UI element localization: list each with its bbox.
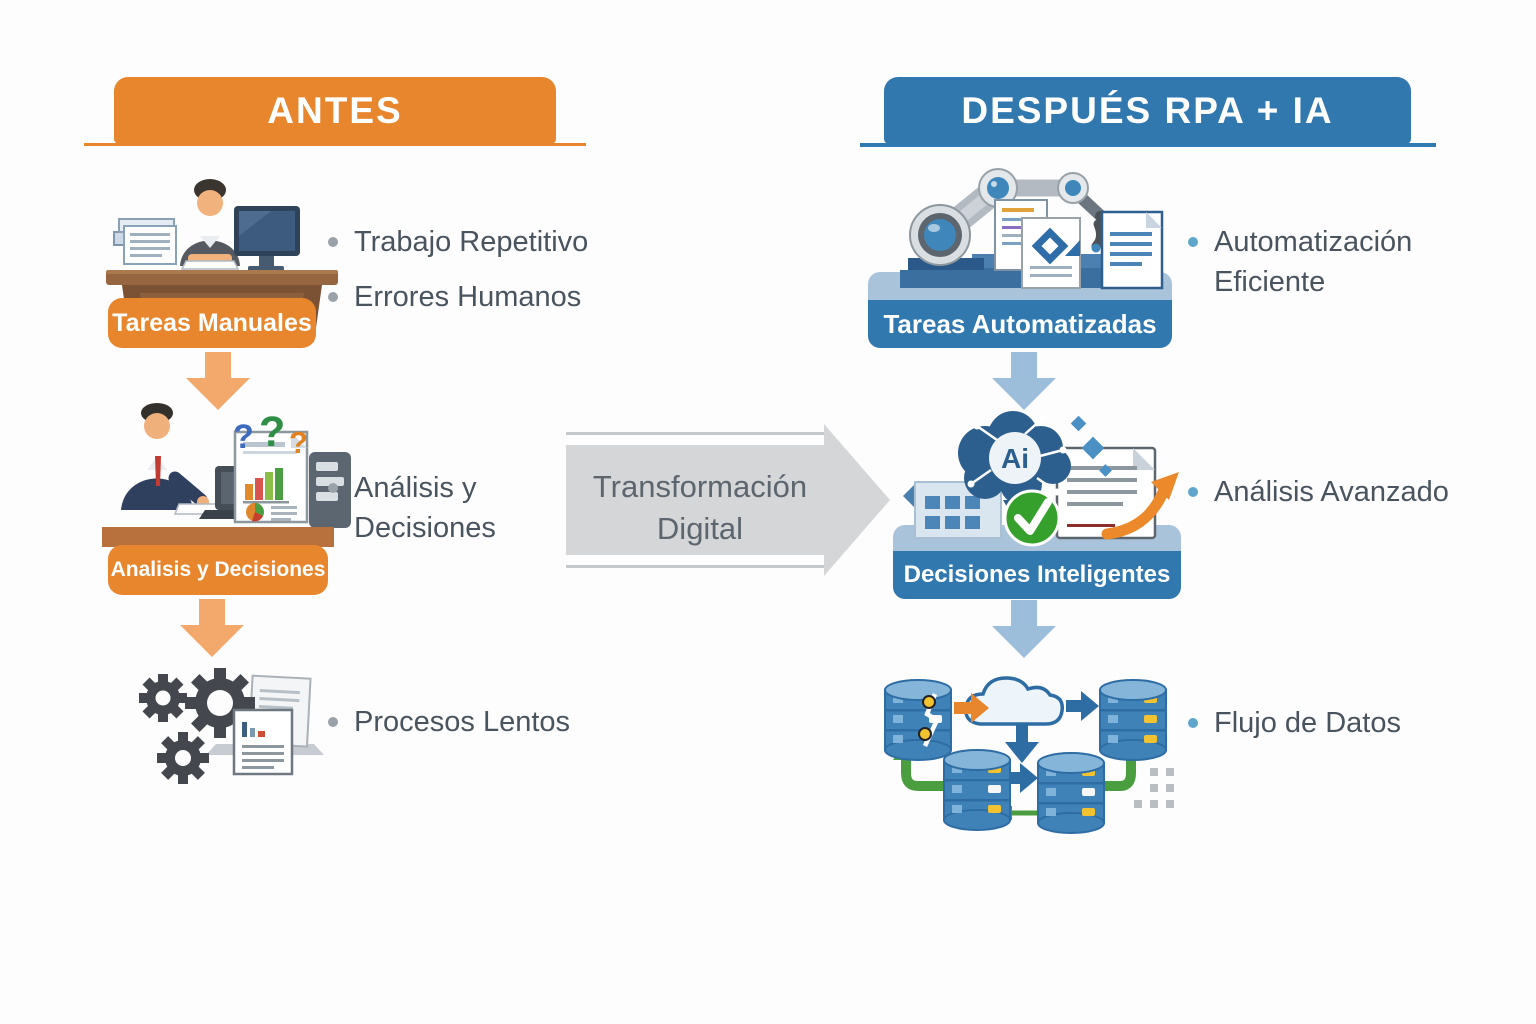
- bullet-text: Análisis Avanzado: [1214, 476, 1449, 508]
- tareas-automatizadas-banner: Tareas Automatizadas: [868, 300, 1172, 348]
- bullet-automatizacion-eficiente: Automatización Eficiente: [1188, 222, 1412, 302]
- bullet-dot: [1188, 718, 1198, 728]
- bullet-text: Procesos Lentos: [354, 706, 571, 738]
- chart-document-icon: [233, 430, 309, 524]
- down-arrow-blue-icon: [992, 352, 1056, 410]
- robot-arm-icon: [909, 168, 1122, 266]
- bullet-analisis-decisiones: Análisis y Decisiones: [328, 468, 560, 548]
- transformation-line2: Digital: [656, 511, 744, 546]
- dots-pattern-icon: [1134, 768, 1174, 808]
- gears-icon: [139, 668, 255, 784]
- bullet-trabajo-repetitivo: Trabajo Repetitivo: [328, 222, 628, 262]
- gears-documents-illustration: [139, 668, 324, 784]
- bullet-text: Automatización Eficiente: [1214, 226, 1413, 298]
- analisis-decisiones-banner: Analisis y Decisiones: [108, 545, 328, 595]
- down-arrow-orange-icon: [180, 599, 244, 657]
- question-mark-green: ?: [259, 408, 285, 456]
- check-circle-icon: [1003, 489, 1061, 547]
- bullet-text: Trabajo Repetitivo: [354, 226, 589, 258]
- transformation-label: Transformación Digital: [560, 466, 840, 550]
- document-front-icon: [232, 708, 294, 776]
- processed-documents-icon: [994, 199, 1164, 290]
- bullet-procesos-lentos: Procesos Lentos: [328, 702, 628, 742]
- bullet-dot: [1188, 237, 1198, 247]
- tareas-manuales-label: Tareas Manuales: [112, 308, 312, 337]
- question-mark-orange: ?: [289, 425, 308, 460]
- bullet-dot: [328, 483, 338, 493]
- despues-title: DESPUÉS RPA + IA: [961, 89, 1334, 131]
- bullet-text: Análisis y Decisiones: [354, 472, 496, 544]
- decisiones-inteligentes-label: Decisiones Inteligentes: [903, 561, 1171, 588]
- analyst-person-icon: [121, 403, 209, 510]
- despues-underline: [860, 143, 1436, 147]
- analyst-illustration: ? ? ?: [121, 403, 351, 528]
- transformation-line1: Transformación: [592, 469, 808, 504]
- analisis-decisiones-label: Analisis y Decisiones: [110, 558, 326, 581]
- bullet-errores-humanos: Errores Humanos: [328, 277, 628, 317]
- office-worker-icon: [180, 179, 240, 270]
- ai-badge-label: Ai: [1001, 443, 1029, 474]
- bullet-dot: [328, 292, 338, 302]
- antes-underline: [84, 143, 586, 146]
- question-marks-icon: ? ? ?: [233, 408, 308, 460]
- bullet-dot: [328, 237, 338, 247]
- bullet-text: Flujo de Datos: [1214, 707, 1401, 739]
- decisiones-inteligentes-banner: Decisiones Inteligentes: [893, 551, 1181, 599]
- bullet-flujo-de-datos: Flujo de Datos: [1188, 703, 1488, 743]
- bullet-dot: [1188, 487, 1198, 497]
- antes-title: ANTES: [267, 89, 403, 131]
- antes-header: ANTES: [114, 77, 556, 144]
- despues-header: DESPUÉS RPA + IA: [884, 77, 1411, 144]
- down-arrow-blue-icon: [992, 600, 1056, 658]
- paper-stack-icon: [113, 218, 177, 265]
- database-icons: [884, 679, 1167, 834]
- tareas-automatizadas-label: Tareas Automatizadas: [883, 308, 1157, 339]
- flow-arrows-icon: [954, 691, 1099, 793]
- robot-arm-illustration: [900, 168, 1164, 290]
- data-flow-illustration: [884, 676, 1174, 834]
- growth-arrow-icon: [1101, 472, 1179, 540]
- down-arrow-orange-icon: [186, 352, 250, 410]
- question-mark-blue: ?: [233, 418, 254, 456]
- bullet-text: Errores Humanos: [354, 281, 582, 313]
- tareas-manuales-banner: Tareas Manuales: [108, 298, 316, 348]
- ai-brain-illustration: Ai: [903, 411, 1179, 547]
- computer-monitor-icon: [234, 206, 300, 272]
- bullet-analisis-avanzado: Análisis Avanzado: [1188, 472, 1488, 512]
- bullet-dot: [328, 717, 338, 727]
- desk-edge-strip: [102, 527, 334, 547]
- transformation-arrow: [566, 424, 890, 576]
